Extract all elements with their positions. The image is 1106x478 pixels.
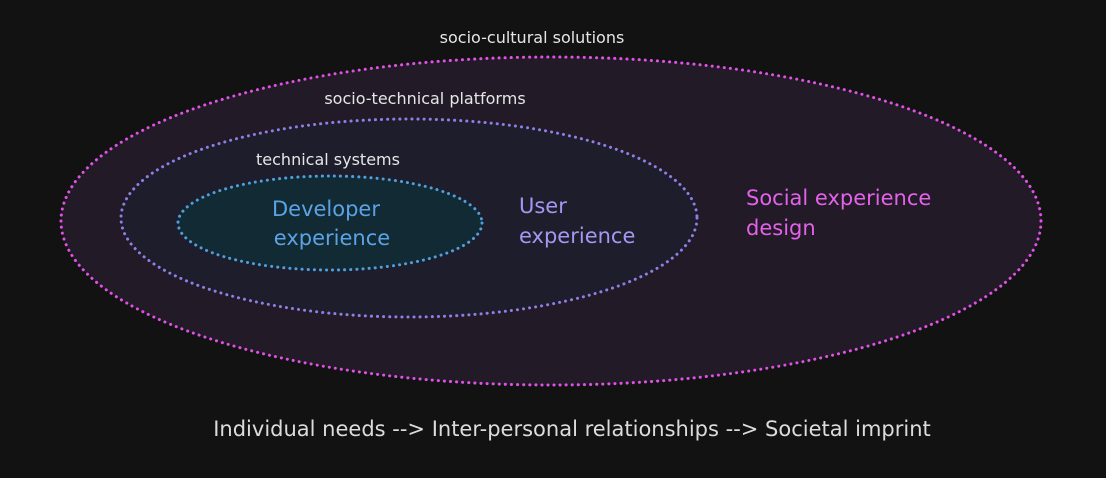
socio-cultural-label: socio-cultural solutions xyxy=(440,28,625,47)
technical-systems-label: technical systems xyxy=(256,150,400,169)
social-experience-line2: design xyxy=(746,216,816,240)
user-experience-line2: experience xyxy=(519,224,635,248)
developer-experience-line1: Developer xyxy=(272,197,380,221)
social-experience-line1: Social experience xyxy=(746,186,931,210)
technical-ellipse xyxy=(176,174,484,272)
socio-technical-label: socio-technical platforms xyxy=(324,89,525,108)
developer-experience-line2: experience xyxy=(274,226,390,250)
user-experience-line1: User xyxy=(519,194,567,218)
progression-caption: Individual needs --> Inter-personal rela… xyxy=(213,417,931,441)
